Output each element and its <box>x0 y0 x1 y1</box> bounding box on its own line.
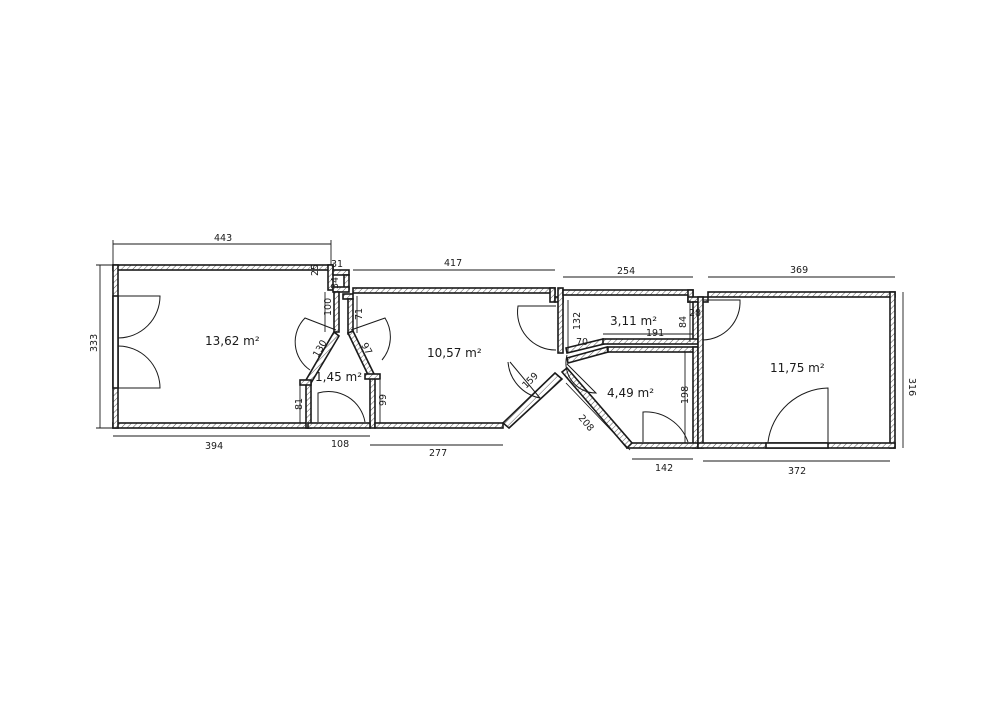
dim-label: 254 <box>617 266 635 277</box>
wall-room2-bottom <box>374 422 504 429</box>
dim-label: 132 <box>572 312 583 330</box>
dim-label: 34 <box>330 277 341 289</box>
door-swing-icon <box>702 299 741 341</box>
dim-label: 97 <box>358 341 374 357</box>
wall-room4-top <box>607 346 699 353</box>
wall-shaft-c <box>332 286 350 293</box>
dim-label: 443 <box>214 233 232 244</box>
wall-room5-right <box>889 291 896 449</box>
door-swing-icon <box>117 345 161 389</box>
dim-label: 81 <box>294 398 305 410</box>
dim-label: 208 <box>576 413 596 434</box>
dim-label: 84 <box>678 316 689 328</box>
door-swing-icon <box>507 361 542 399</box>
room-area-label: 10,57 m² <box>427 346 482 360</box>
dim-label: 316 <box>906 378 917 396</box>
dim-label: 142 <box>655 463 673 474</box>
dim-label: 100 <box>323 298 334 316</box>
window-room5-bottom <box>765 442 829 449</box>
dim-label: 372 <box>788 466 806 477</box>
walls <box>112 264 896 450</box>
wall-room2-notch <box>549 287 556 303</box>
wall-room4-diag <box>560 366 634 450</box>
wall-wc-bottom <box>307 422 371 429</box>
wall-shaft-a <box>332 269 350 276</box>
wall-room3-bottom <box>602 338 699 345</box>
wall-room1-top <box>112 264 334 271</box>
wall-wc-stub-right <box>364 373 381 380</box>
wall-room4-bottom <box>626 442 699 449</box>
wall-corridor-left <box>333 291 340 333</box>
door-swing-icon <box>767 387 829 443</box>
door-swing-icon <box>294 317 337 371</box>
wall-wc-stub-left <box>299 379 312 386</box>
room-area-label: 13,62 m² <box>205 334 260 348</box>
dim-label: 159 <box>520 371 541 392</box>
doors <box>117 295 829 443</box>
room-area-label: 1,45 m² <box>315 370 362 384</box>
wall-room5-left <box>697 296 704 449</box>
room-area-label: 4,49 m² <box>607 386 654 400</box>
wall-room2-diag <box>501 371 564 430</box>
dim-label: 369 <box>790 265 808 276</box>
dim-label: 191 <box>646 328 664 339</box>
dim-label: 333 <box>89 334 100 352</box>
dim-label: 28 <box>689 308 701 319</box>
wall-room2-top <box>352 287 556 294</box>
wall-corridor-right <box>347 298 354 335</box>
dim-label: 99 <box>378 394 389 406</box>
dimension-lines <box>96 240 904 462</box>
wall-room1-bottom <box>112 422 309 429</box>
wall-room4-diag-top <box>566 346 609 364</box>
door-swing-icon <box>642 411 689 443</box>
dim-label: 417 <box>444 258 462 269</box>
wall-room2-right <box>557 287 564 354</box>
door-swing-icon <box>565 354 598 394</box>
dim-label: 108 <box>331 439 349 450</box>
dim-label: 198 <box>680 386 691 404</box>
door-swing-icon <box>517 305 557 351</box>
room-area-label: 11,75 m² <box>770 361 825 375</box>
door-swing-icon <box>117 295 161 339</box>
dim-label: 394 <box>205 441 223 452</box>
dim-label: 70 <box>576 337 588 348</box>
wall-room1-right-upper <box>327 264 334 291</box>
room-area-label: 3,11 m² <box>610 314 657 328</box>
dim-label: 25 <box>310 264 321 276</box>
wall-wc-left-vert <box>305 382 312 429</box>
wall-room5-top <box>707 291 896 298</box>
dim-label: 277 <box>429 448 447 459</box>
wall-wc-right-vert <box>369 375 376 429</box>
window-room1-left <box>112 295 119 389</box>
dim-label: 71 <box>354 308 365 320</box>
dim-label: 31 <box>331 259 343 270</box>
wall-room3-top <box>562 289 694 296</box>
door-swing-icon <box>317 390 366 423</box>
door-swing-icon <box>350 317 391 361</box>
room-area-labels: 13,62 m² 1,45 m² 10,57 m² 3,11 m² 4,49 m… <box>205 314 825 400</box>
